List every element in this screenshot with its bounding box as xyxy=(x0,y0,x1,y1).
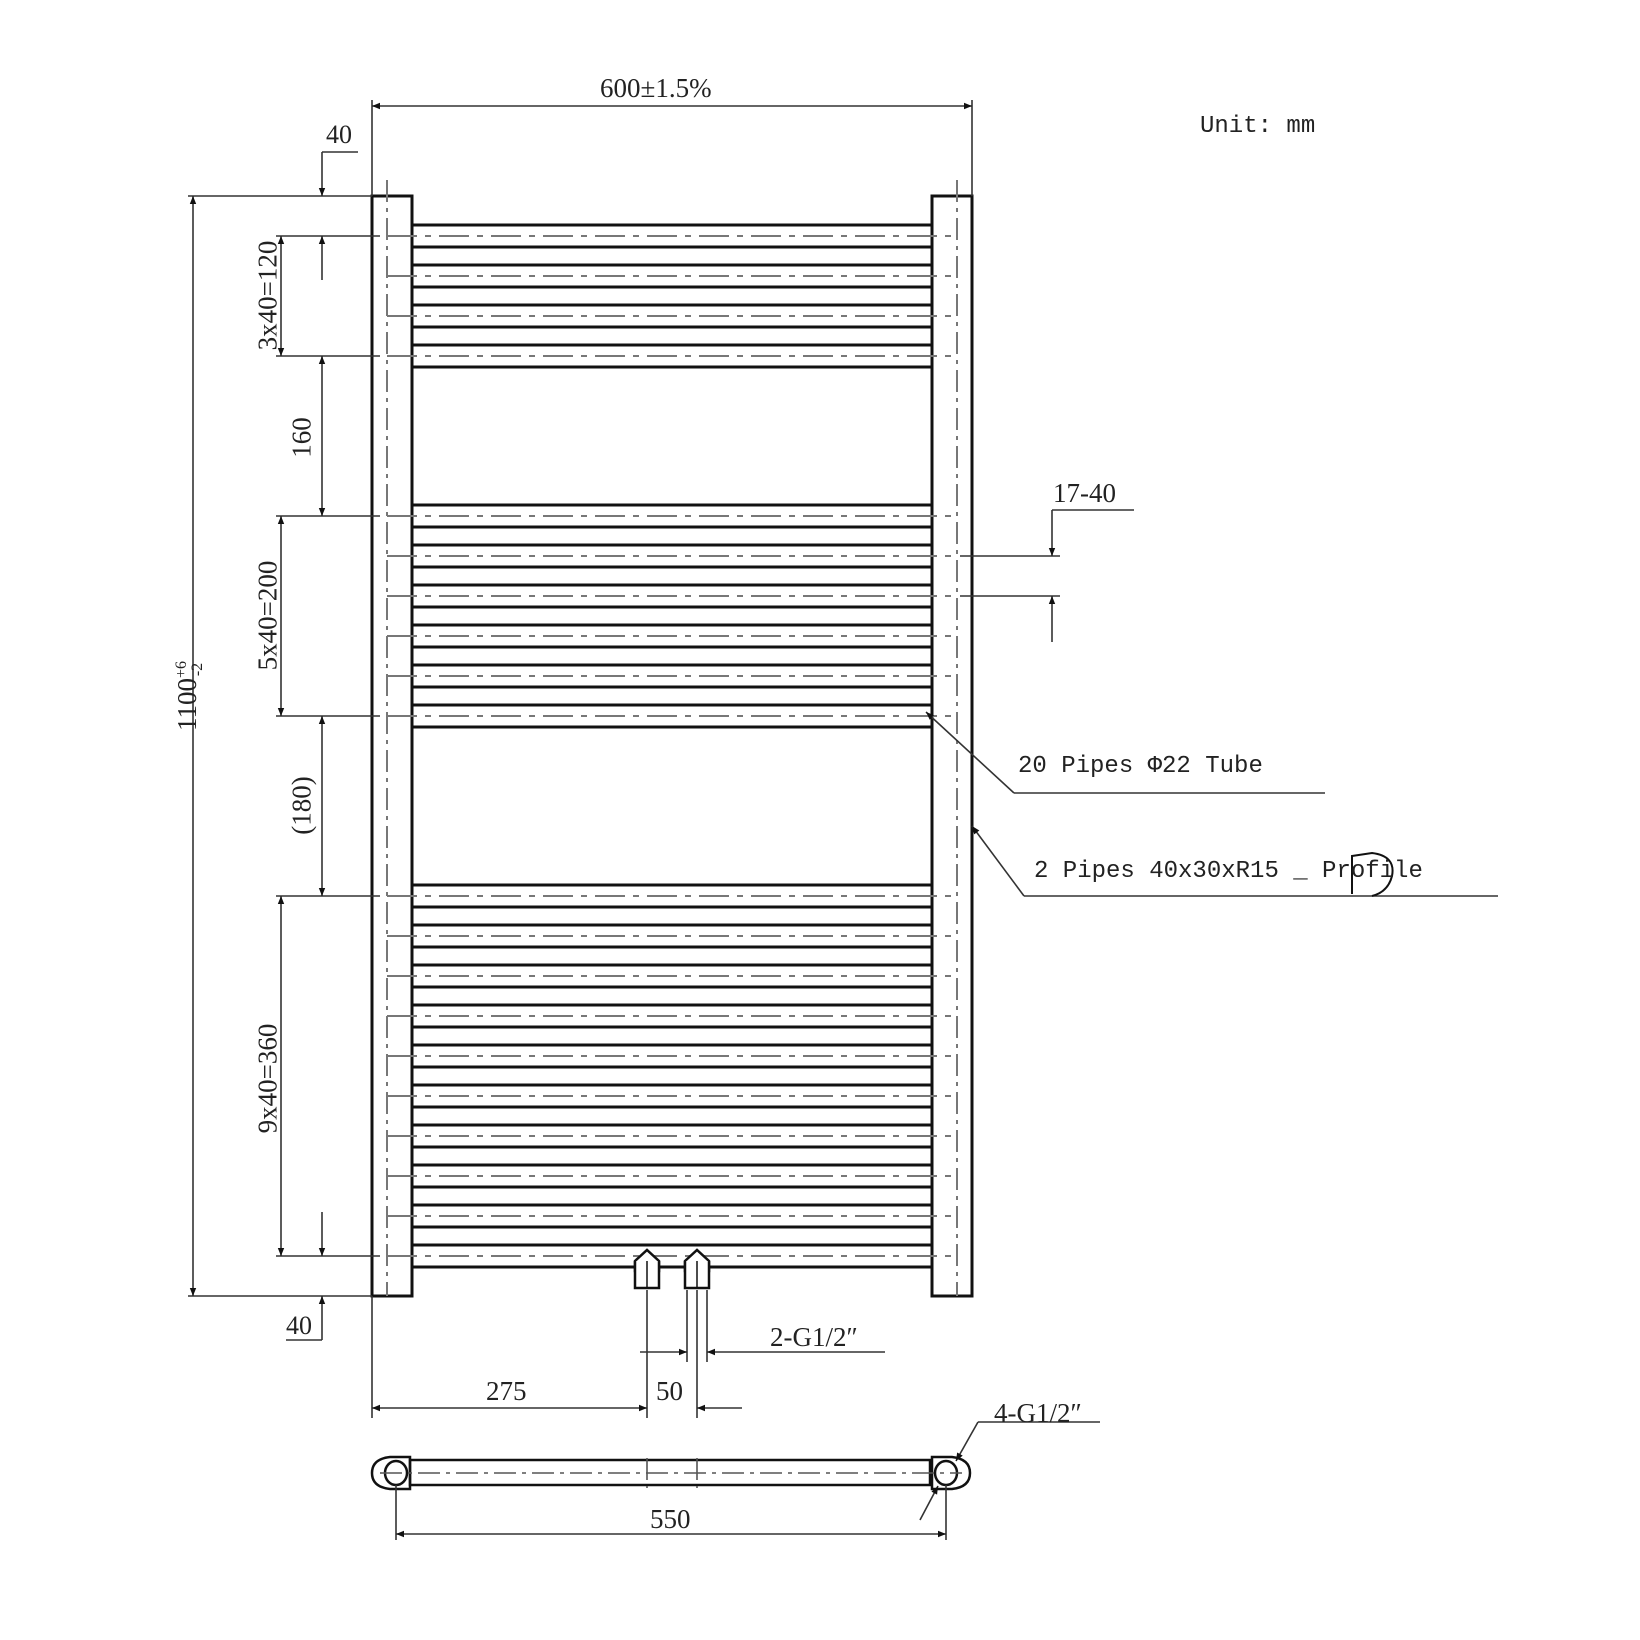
group2-spacing-label: 5x40=200 xyxy=(252,560,283,671)
overall-height-label: 1100+6-2 xyxy=(172,636,206,756)
horizontal-tube xyxy=(387,1043,957,1069)
overall-width-label: 600±1.5% xyxy=(600,73,712,103)
centers-dimension xyxy=(395,1421,1100,1540)
pipe-spacing-dimensions xyxy=(276,151,380,1341)
horizontal-tube xyxy=(387,1083,957,1109)
profile-symbol-icon xyxy=(1351,851,1394,897)
horizontal-tube xyxy=(387,663,957,689)
plan-view-centerlines xyxy=(380,1458,962,1488)
centers-width-label: 550 xyxy=(650,1504,691,1534)
top-offset-label: 40 xyxy=(326,120,352,149)
horizontal-tube xyxy=(387,263,957,289)
height-dimension xyxy=(188,195,372,1297)
horizontal-tube xyxy=(387,1243,957,1269)
horizontal-tubes xyxy=(387,223,957,1269)
horizontal-tube xyxy=(387,923,957,949)
horizontal-tube xyxy=(387,343,957,369)
callout-leaders xyxy=(925,711,1498,897)
horizontal-tube xyxy=(387,583,957,609)
height-tol-plus: +6 xyxy=(173,660,190,679)
profile-centerlines xyxy=(386,180,958,1296)
gap1-label: 160 xyxy=(286,417,317,458)
wall-clearance-dimension xyxy=(960,509,1134,642)
overall-height-value: 1100 xyxy=(172,678,202,732)
horizontal-tube xyxy=(387,303,957,329)
horizontal-tube xyxy=(387,963,957,989)
horizontal-tube xyxy=(387,1123,957,1149)
horizontal-tube xyxy=(387,543,957,569)
horizontal-tube xyxy=(387,1003,957,1029)
left-profile-pipe xyxy=(370,194,414,1298)
bottom-offset-label: 40 xyxy=(286,1311,312,1340)
horizontal-tube xyxy=(387,883,957,909)
inlet-valves xyxy=(633,1248,711,1290)
right-profile-pipe xyxy=(930,194,974,1298)
horizontal-tube xyxy=(387,503,957,529)
horizontal-tube xyxy=(387,623,957,649)
horizontal-tube xyxy=(387,223,957,249)
group3-spacing-label: 9x40=360 xyxy=(252,1023,283,1134)
horizontal-tube xyxy=(387,1203,957,1229)
horizontal-tube xyxy=(387,1163,957,1189)
wall-clearance-label: 17-40 xyxy=(1053,478,1116,508)
inlet-offset-label: 275 xyxy=(486,1376,527,1406)
side-connections-label: 4-G1/2″ xyxy=(994,1398,1082,1428)
horizontal-tube xyxy=(387,703,957,729)
inlet-dimensions xyxy=(371,1290,885,1418)
inlet-spacing-label: 50 xyxy=(656,1376,683,1406)
profile-callout-label: 2 Pipes 40x30xR15 _ Profile xyxy=(1034,858,1423,885)
unit-label: Unit: mm xyxy=(1200,113,1316,140)
group1-spacing-label: 3x40=120 xyxy=(252,240,283,351)
tubes-callout-label: 20 Pipes Φ22 Tube xyxy=(1018,753,1263,780)
height-tol-minus: -2 xyxy=(189,662,206,677)
inlet-thread-label: 2-G1/2″ xyxy=(770,1322,858,1352)
width-dimension xyxy=(371,100,973,196)
gap2-label: (180) xyxy=(286,776,317,835)
